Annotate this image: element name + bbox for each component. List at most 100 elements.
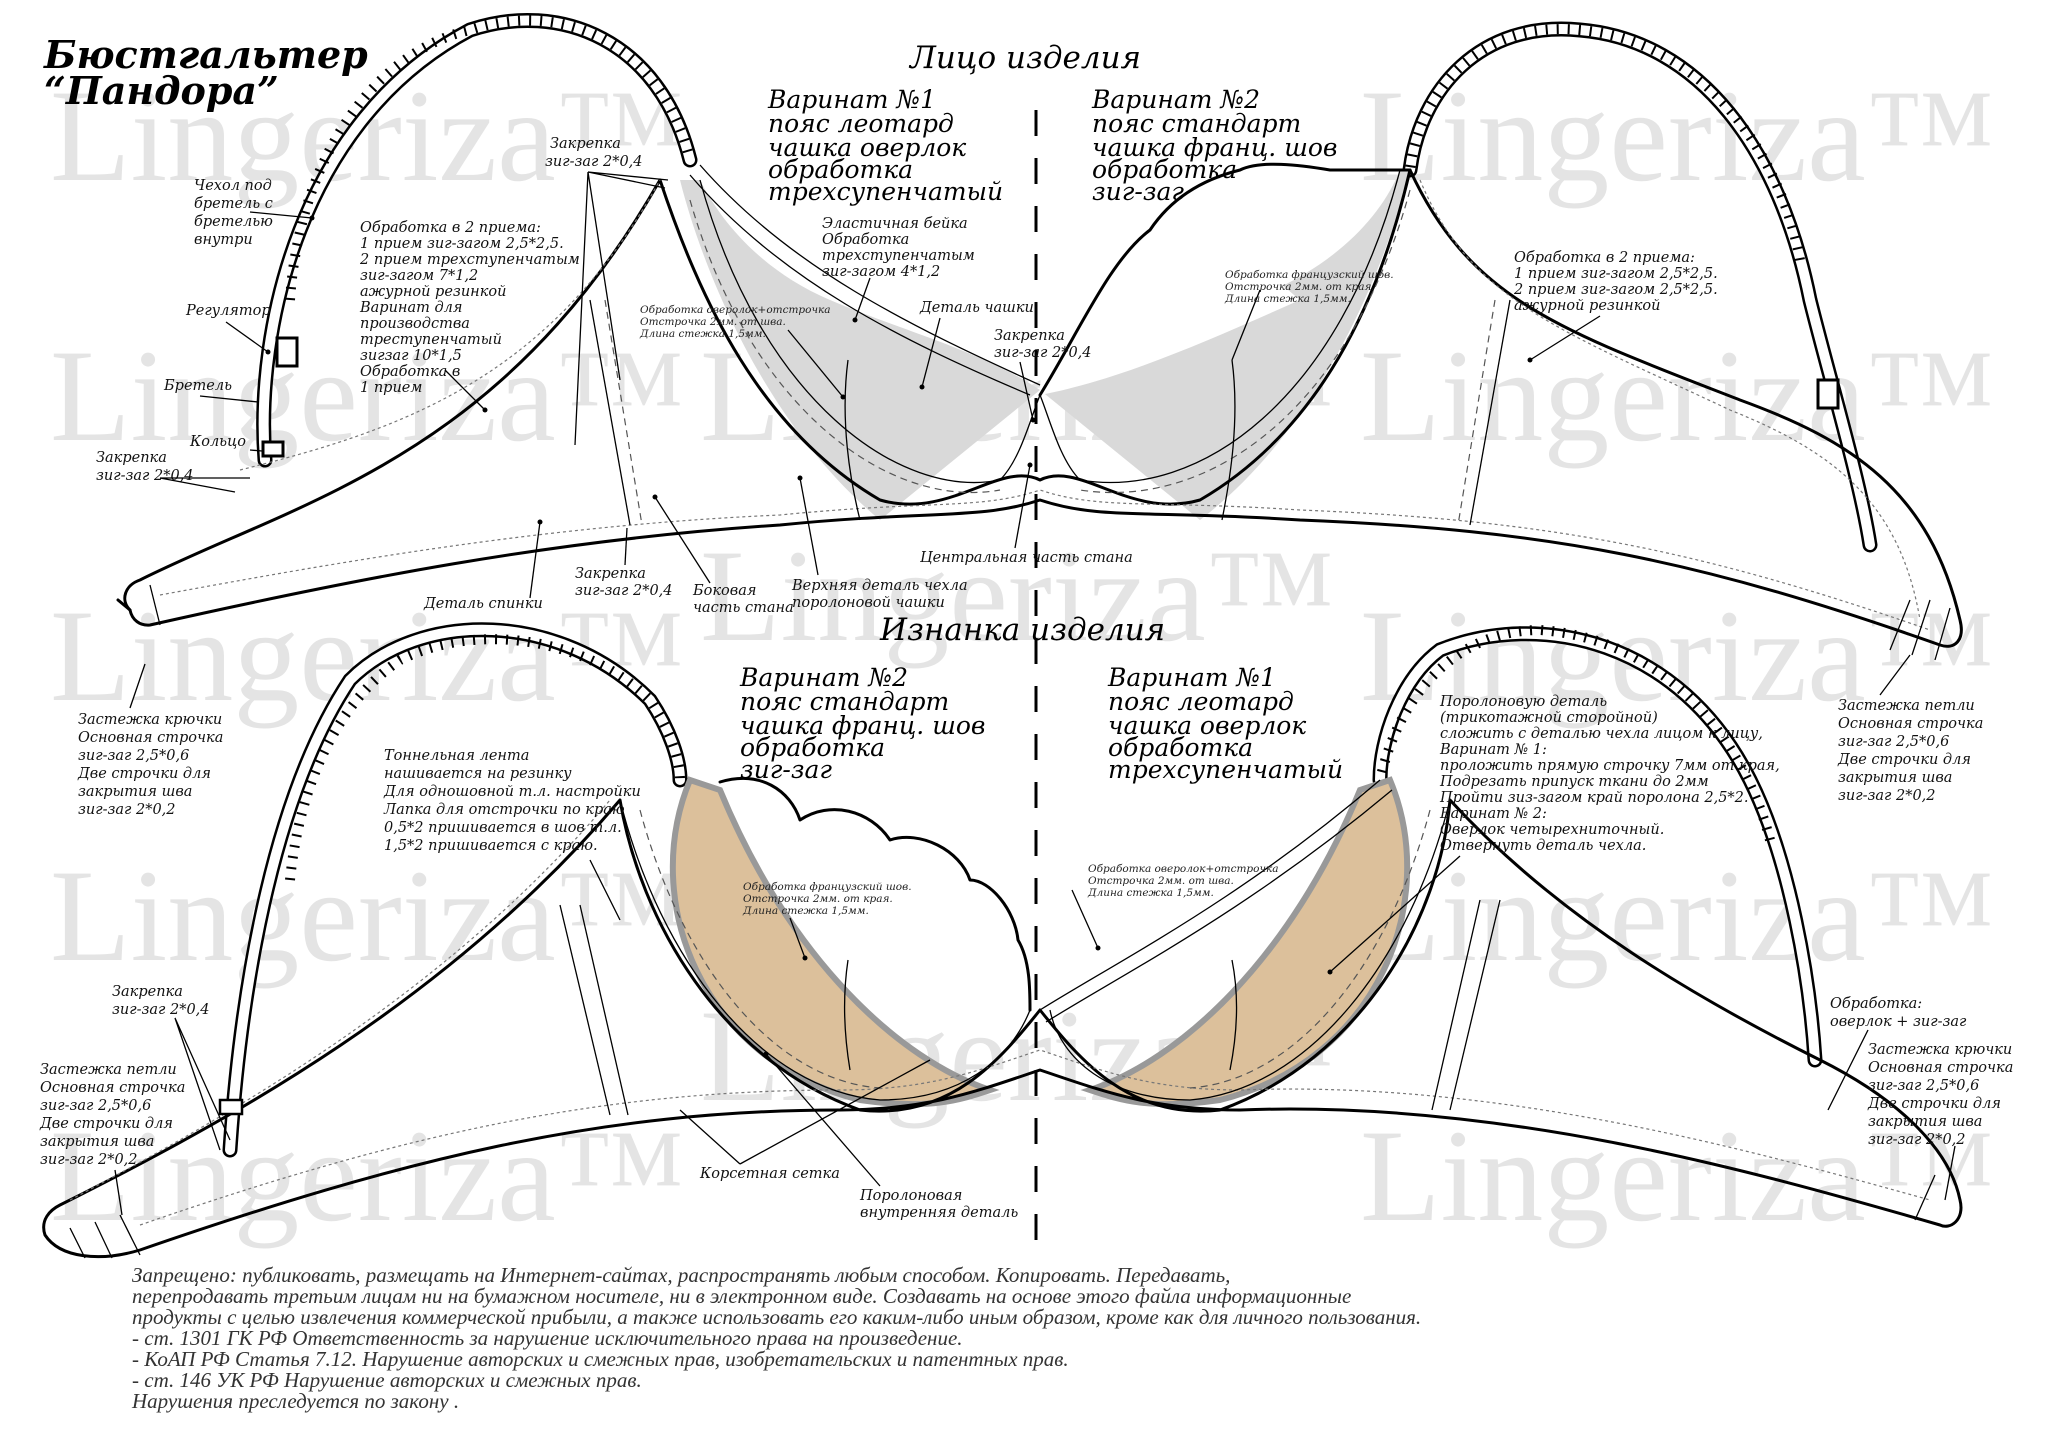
label-line: часть стана — [693, 600, 794, 616]
variant-line: Варинат №1 — [1107, 663, 1276, 692]
back-view-heading: Изнанка изделия — [879, 612, 1165, 648]
title-line-1: Бюстгальтер — [43, 32, 368, 77]
label-line: ажурной резинкой — [1514, 298, 1660, 314]
label-line: бретель с — [194, 196, 273, 212]
label-line: Обработка в 2 приема: — [360, 220, 541, 236]
label-line: Лапка для отстрочки по краю — [383, 802, 625, 818]
right-cup-grey-area — [1040, 170, 1410, 520]
label-french-seam-back: Обработка французский шов. Отстрочка 2мм… — [742, 881, 912, 961]
label-line: сложить с деталью чехла лицом к лицу, — [1440, 726, 1763, 742]
label-line: Основная строчка — [78, 730, 223, 746]
label-line: треступенчатый — [360, 332, 502, 348]
variant-line: чашка оверлок — [768, 133, 966, 162]
label-line: Варинат для — [359, 300, 463, 316]
variant-line: пояс стандарт — [1092, 109, 1301, 138]
variant-line: обработка — [740, 733, 885, 762]
front-bra-outline — [123, 168, 1963, 648]
label-line: зиг-заг 2,5*0,6 — [78, 748, 189, 764]
front-annotations: Чехол под бретель с бретелью внутри Регу… — [96, 136, 1718, 616]
side-seam-right — [1469, 299, 1511, 526]
label-hook-closure-right: Застежка крючки Основная строчка зиг-заг… — [1867, 1042, 2013, 1201]
label-line: Закрепка — [96, 450, 167, 466]
front-view-drawing — [116, 12, 1963, 661]
label-center-gore: Центральная часть стана — [920, 550, 1133, 566]
label-line: 2 прием трехступенчатым — [359, 252, 580, 268]
zigzag-stitch — [69, 799, 611, 1201]
label-line: Обработка французский шов. — [743, 881, 912, 893]
label-line: Обработка оверолок+отстрочка — [1088, 863, 1279, 875]
label-line: поролоновой чашки — [792, 595, 945, 611]
label-line: Длина стежка 1,5мм. — [742, 905, 869, 917]
label-line: Застежка крючки — [1868, 1042, 2012, 1058]
zigzag-stitch — [239, 179, 661, 471]
zigzag-stitch — [1419, 179, 1921, 621]
label-line: Эластичная бейка — [822, 216, 968, 232]
label-line: зигзаг 10*1,5 — [360, 348, 462, 364]
label-line: Две строчки для — [39, 1116, 173, 1132]
legal-line: продукты с целью извлечения коммерческой… — [132, 1305, 1421, 1329]
watermark: Lingeriza™ — [1360, 582, 1995, 729]
label-eye-closure-right: Застежка петли Основная строчка зиг-заг … — [1837, 654, 1983, 804]
variant-line: чашка франц. шов — [1092, 133, 1337, 162]
label-line: Закрепка — [112, 984, 183, 1000]
side-boning-left — [559, 904, 611, 1116]
strap-ring — [218, 1098, 244, 1116]
label-line: Закрепка — [994, 328, 1065, 344]
legal-line: - ст. 1301 ГК РФ Ответственность за нару… — [132, 1326, 963, 1350]
label-line: Тоннельная лента — [384, 748, 529, 764]
label-foam-inner: Поролоновая внутренняя деталь — [763, 1051, 1018, 1221]
label-line: Основная строчка — [40, 1080, 185, 1096]
label-strap-cover: Чехол под бретель с бретелью внутри — [194, 178, 315, 248]
label-bartack-bottom: Закрепка зиг-заг 2*0,4 — [575, 527, 673, 599]
right-cup-seam — [1229, 959, 1238, 1071]
strap-ring — [261, 440, 285, 458]
label-cup-detail: Деталь чашки — [919, 300, 1034, 316]
zigzag-stitch — [139, 1049, 1931, 1226]
label-two-step-processing-left: Обработка в 2 приема: 1 прием зиг-загом … — [359, 220, 580, 413]
variant-line: Варинат №1 — [767, 85, 936, 114]
legal-line: - ст. 146 УК РФ Нарушение авторских и см… — [132, 1368, 642, 1392]
variant-line: трехсупенчатый — [768, 177, 1003, 206]
label-line: закрытия шва — [78, 784, 192, 800]
left-cup-grey-area — [680, 180, 1040, 520]
back-annotations: Застежка крючки Основная строчка зиг-заг… — [39, 654, 2013, 1221]
label-line: ажурной резинкой — [360, 284, 506, 300]
label-side-part: Боковая часть стана — [652, 494, 794, 616]
label-line: Обработка: — [1830, 996, 1922, 1012]
watermark: Lingeriza™ — [1360, 62, 1995, 209]
variant-line: пояс стандарт — [740, 687, 949, 716]
elastic-binding — [1039, 779, 1381, 1011]
label-bartack-back-left: Закрепка зиг-заг 2*0,4 — [112, 984, 231, 1151]
label-line: Длина стежка 1,5мм. — [1224, 293, 1351, 305]
label-line: зиг-заг 2*0,4 — [545, 154, 643, 170]
label-line: Основная строчка — [1868, 1060, 2013, 1076]
label-line: Отстрочка 2мм. от края. — [743, 893, 893, 905]
label-elastic-binding: Эластичная бейка Обработка трехступенчат… — [822, 216, 975, 323]
legal-line: перепродавать третьим лицам ни на бумажн… — [132, 1284, 1351, 1308]
label-line: зиг-заг 2*0,2 — [40, 1152, 138, 1168]
variant-line: Варинат №2 — [1091, 85, 1260, 114]
label-ring: Кольцо — [189, 434, 246, 450]
watermark: Lingeriza™ — [50, 62, 685, 209]
label-line: производства — [360, 316, 470, 332]
front-view-heading: Лицо изделия — [908, 40, 1141, 76]
label-line: Обработка оверолок+отстрочка — [640, 304, 831, 316]
eye-closure-end — [119, 1214, 141, 1256]
front-variant-left: Варинат №1 пояс леотард чашка оверлок об… — [767, 85, 1003, 206]
label-line: зиг-заг 2,5*0,6 — [1868, 1078, 1979, 1094]
label-line: Длина стежка 1,5мм. — [639, 328, 766, 340]
label-line: зиг-загом 7*1,2 — [360, 268, 478, 284]
right-cup-scallop-edge — [1038, 162, 1412, 397]
label-eye-closure-left: Застежка петли Основная строчка зиг-заг … — [39, 1062, 185, 1216]
label-line: Отстрочка 2мм. от края. — [1225, 281, 1375, 293]
label-line: зиг-заг 2*0,4 — [112, 1002, 210, 1018]
label-line: Основная строчка — [1838, 716, 1983, 732]
left-underwire — [619, 799, 1031, 1101]
label-line: зиг-заг 2*0,2 — [1838, 788, 1936, 804]
document-title: Бюстгальтер “Пандора” — [43, 32, 368, 113]
label-line: зиг-заг 2*0,4 — [994, 345, 1092, 361]
left-cup-seam — [844, 959, 851, 1071]
label-line: закрытия шва — [1868, 1114, 1982, 1130]
label-hook-closure-left: Застежка крючки Основная строчка зиг-заг… — [77, 663, 223, 818]
hook-closure-end — [1914, 1174, 1936, 1221]
